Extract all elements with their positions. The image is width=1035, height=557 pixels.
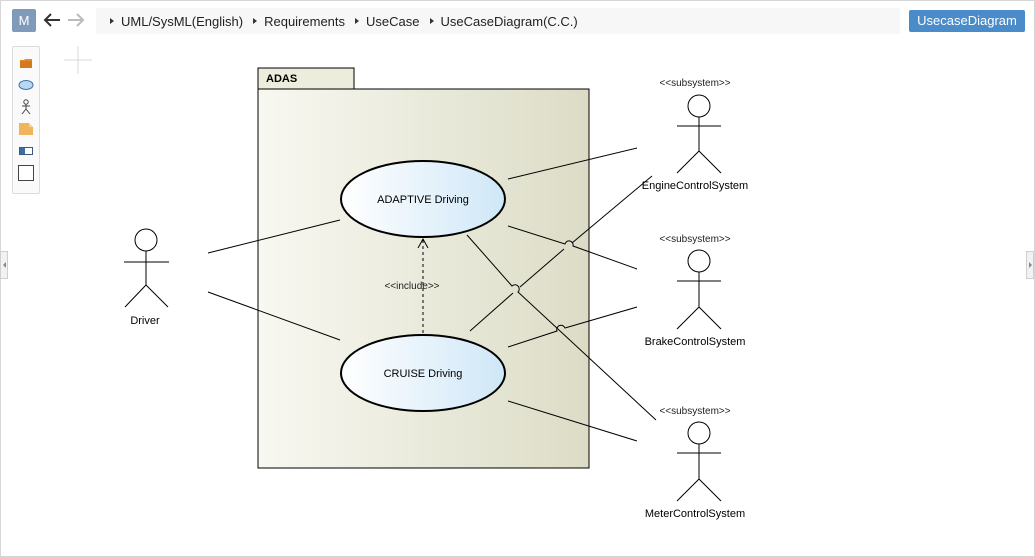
actor-name: MeterControlSystem — [645, 508, 745, 520]
association-adaptive-engine[interactable] — [507, 147, 638, 180]
actor-stereotype: <<subsystem>> — [659, 234, 730, 245]
actor-engine-control-system[interactable]: <<subsystem>> EngineControlSystem — [642, 78, 748, 192]
actor-stereotype: <<subsystem>> — [659, 78, 730, 89]
associations — [207, 147, 657, 442]
breadcrumb-label: UseCaseDiagram(C.C.) — [440, 13, 578, 29]
association-cruise-meter[interactable] — [507, 400, 638, 442]
association-cruise-brake[interactable] — [507, 306, 638, 348]
actor-brake-control-system[interactable]: <<subsystem>> BrakeControlSystem — [645, 234, 746, 348]
usecase-cruise-driving[interactable]: CRUISE Driving — [340, 334, 506, 412]
left-panel-toggle[interactable] — [0, 251, 8, 279]
breadcrumb-item[interactable]: Requirements — [253, 14, 345, 29]
rectangle-icon[interactable] — [17, 164, 35, 182]
include-dependency[interactable]: <<include>> — [384, 237, 440, 333]
actor-meter-control-system[interactable]: <<subsystem>> MeterControlSystem — [645, 406, 745, 520]
boundary-icon[interactable] — [17, 142, 35, 160]
association-driver-adaptive[interactable] — [207, 219, 341, 254]
actor-name: EngineControlSystem — [642, 180, 748, 192]
association-driver-cruise[interactable] — [207, 291, 341, 341]
include-label: <<include>> — [384, 281, 439, 292]
usecase-label: CRUISE Driving — [384, 368, 463, 380]
actor-figure-icon — [676, 117, 722, 174]
forward-arrow-icon[interactable] — [64, 8, 88, 32]
app-badge[interactable]: M — [12, 9, 36, 32]
actor-icon[interactable] — [17, 98, 35, 116]
breadcrumb-item[interactable]: UML/SysML(English) — [110, 14, 243, 29]
breadcrumb-label: UseCase — [366, 13, 420, 29]
usecase-adaptive-driving[interactable]: ADAPTIVE Driving — [340, 160, 506, 238]
chevron-right-icon — [355, 18, 360, 24]
actor-stereotype: <<subsystem>> — [659, 406, 730, 417]
right-panel-toggle[interactable] — [1026, 251, 1034, 279]
chevron-right-icon — [1028, 262, 1032, 268]
actor-figure-icon — [676, 272, 722, 330]
actor-head — [687, 421, 711, 445]
association-cruise-engine[interactable] — [469, 175, 653, 332]
crosshair-icon — [64, 46, 92, 74]
chevron-left-icon — [2, 262, 6, 268]
actor-head — [134, 228, 158, 252]
actor-figure-icon — [124, 251, 169, 308]
usecase-label: ADAPTIVE Driving — [377, 194, 469, 206]
folder-icon[interactable] — [17, 54, 35, 72]
chevron-right-icon — [253, 18, 258, 24]
package-name: ADAS — [266, 73, 297, 85]
breadcrumb-item[interactable]: UseCase — [355, 13, 420, 29]
drawing-palette — [12, 46, 40, 194]
usecase-ellipse-icon[interactable] — [17, 76, 35, 94]
actor-head — [687, 249, 711, 273]
back-arrow-icon[interactable] — [40, 8, 64, 32]
breadcrumb-item[interactable]: UseCaseDiagram(C.C.) — [429, 13, 578, 29]
actor-name: Driver — [130, 315, 160, 327]
usecase-diagram-button[interactable]: UsecaseDiagram — [909, 10, 1025, 32]
actor-driver[interactable]: Driver — [124, 228, 169, 327]
open-arrow-icon — [417, 237, 429, 249]
breadcrumb: UML/SysML(English) Requirements UseCase … — [96, 8, 900, 34]
association-adaptive-meter[interactable] — [466, 234, 657, 421]
breadcrumb-label: UML/SysML(English) — [121, 13, 244, 29]
actor-head — [687, 94, 711, 118]
actor-figure-icon — [676, 444, 722, 502]
chevron-right-icon — [429, 18, 434, 24]
note-icon[interactable] — [17, 120, 35, 138]
chevron-right-icon — [110, 18, 114, 24]
breadcrumb-label: Requirements — [264, 13, 346, 29]
association-adaptive-brake[interactable] — [507, 225, 638, 270]
actor-name: BrakeControlSystem — [645, 336, 746, 348]
